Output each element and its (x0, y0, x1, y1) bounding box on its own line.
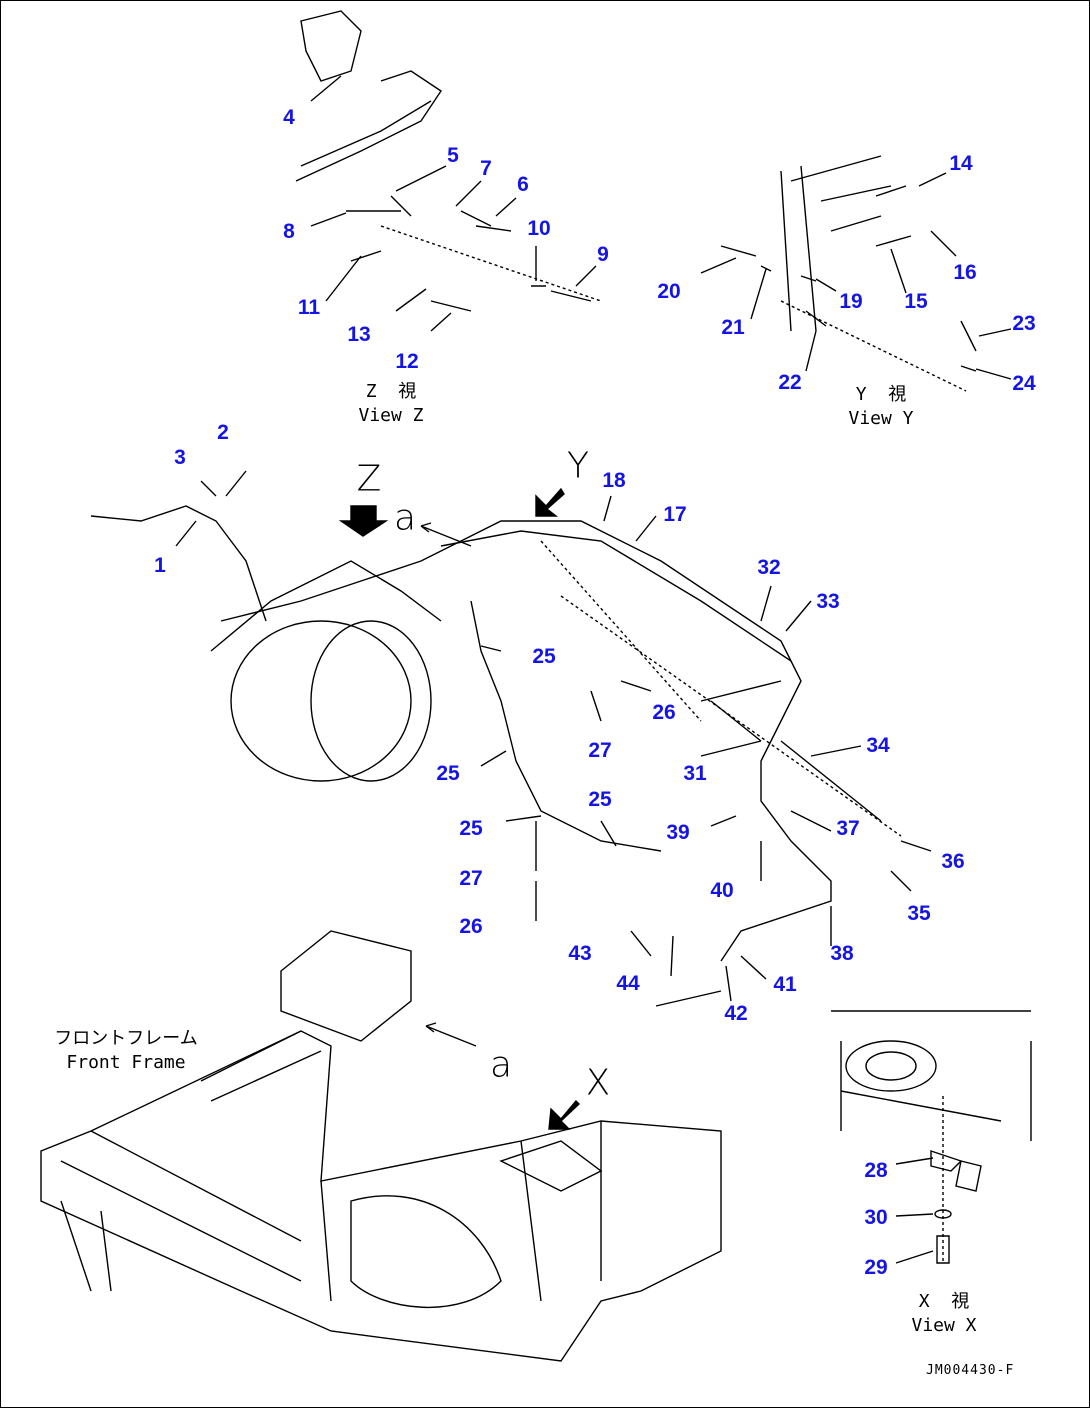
front-frame-drawing (40, 930, 722, 1362)
callout-label: 15 (904, 290, 928, 313)
view-y-caption: Y 視 View Y (848, 383, 913, 431)
view-x-caption: X 視 View X (911, 1290, 976, 1338)
drawing-code: JM004430-F (926, 1363, 1015, 1378)
callout-label: 1 (154, 554, 166, 577)
callout-label: 21 (721, 316, 745, 339)
callout-label: 10 (527, 217, 551, 240)
view-z-caption: Z 視 View Z (358, 380, 423, 428)
callout-label: 44 (616, 972, 640, 995)
callout-label: 40 (710, 879, 734, 902)
callout-label: 14 (949, 152, 973, 175)
callout-label: 25 (459, 817, 483, 840)
callout-label: 8 (283, 220, 295, 243)
view-z-arrow-letter: Z (356, 458, 382, 500)
reference-a-letter: a (393, 497, 417, 539)
view-y-arrow-letter: Y (567, 445, 589, 487)
callout-label: 25 (436, 762, 460, 785)
callout-label: 4 (283, 106, 295, 129)
callout-label: 17 (663, 503, 687, 526)
callout-label: 30 (864, 1206, 888, 1229)
callout-label: 12 (395, 350, 419, 373)
callout-label: 19 (839, 290, 863, 313)
callout-label: 28 (864, 1159, 888, 1182)
main-assembly-drawing (90, 470, 932, 1130)
callout-label: 27 (459, 867, 483, 890)
callout-label: 42 (724, 1002, 748, 1025)
callout-label: 27 (588, 739, 612, 762)
view-x-arrow-letter: X (585, 1062, 611, 1104)
callout-label: 13 (347, 323, 371, 346)
callout-label: 7 (480, 157, 492, 180)
callout-label: 35 (907, 902, 931, 925)
callout-label: 26 (652, 701, 676, 724)
callout-label: 25 (532, 645, 556, 668)
view-z-jp: Z 視 (365, 381, 417, 402)
front-frame-caption: フロントフレーム Front Frame (54, 1027, 197, 1075)
callout-label: 37 (836, 817, 860, 840)
callout-label: 32 (757, 556, 781, 579)
front-frame-en: Front Frame (66, 1052, 186, 1073)
view-x-en: View X (911, 1315, 977, 1336)
callout-label: 11 (297, 296, 321, 319)
callout-label: 5 (447, 144, 459, 167)
callout-label: 36 (941, 850, 965, 873)
callout-label: 26 (459, 915, 483, 938)
callout-label: 16 (953, 261, 977, 284)
callout-label: 41 (773, 973, 797, 996)
view-y-jp: Y 視 (855, 384, 907, 405)
front-frame-jp: フロントフレーム (54, 1028, 198, 1049)
view-z-en: View Z (358, 405, 424, 426)
callout-label: 18 (602, 469, 626, 492)
callout-label: 31 (683, 762, 707, 785)
callout-label: 20 (657, 280, 681, 303)
callout-label: 39 (666, 821, 690, 844)
callout-label: 22 (778, 371, 802, 394)
callout-label: 33 (816, 590, 840, 613)
view-y-en: View Y (848, 408, 914, 429)
view-x-drawing (831, 1010, 1032, 1264)
view-y-drawing (700, 155, 1012, 392)
callout-label: 43 (568, 942, 592, 965)
callout-label: 9 (597, 243, 609, 266)
callout-label: 29 (864, 1256, 888, 1279)
callout-label: 23 (1012, 312, 1036, 335)
callout-label: 38 (830, 942, 854, 965)
callout-label: 34 (866, 734, 890, 757)
callout-label: 24 (1012, 372, 1036, 395)
view-z-drawing (295, 10, 602, 332)
reference-a-letter: a (489, 1044, 513, 1086)
view-x-jp: X 視 (918, 1291, 970, 1312)
callout-label: 2 (217, 421, 229, 444)
callout-label: 6 (517, 173, 529, 196)
callout-label: 3 (174, 446, 186, 469)
callout-label: 25 (588, 788, 612, 811)
